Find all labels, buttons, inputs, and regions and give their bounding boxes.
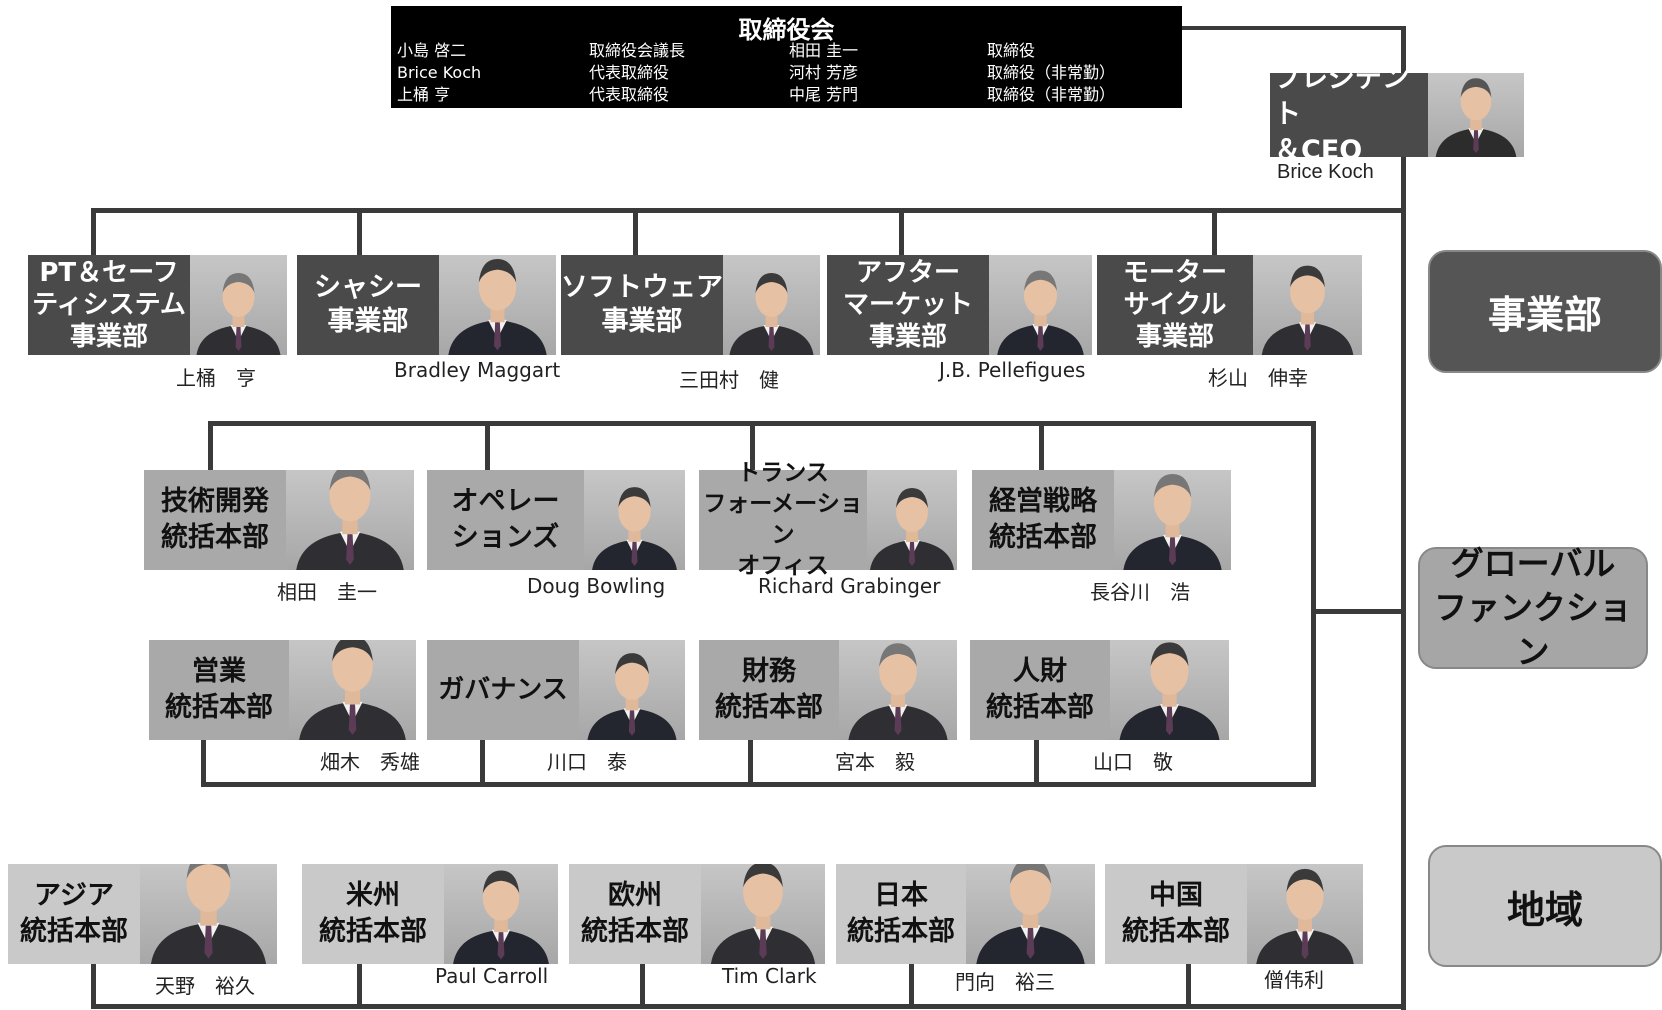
global-function-person-name: 川口 泰 <box>547 750 627 774</box>
global-function-label: 人財統括本部 <box>986 656 1094 723</box>
global-function-photo <box>579 640 685 740</box>
region-photo <box>444 864 558 964</box>
global-function-person-name: 長谷川 浩 <box>1090 580 1190 604</box>
global-function-card: 営業統括本部 <box>149 640 416 740</box>
business-unit-photo <box>723 255 820 355</box>
region-person-name: 僧伟利 <box>1264 968 1324 992</box>
board-cell: 代表取締役 <box>589 63 670 82</box>
global-function-person-name: 山口 敬 <box>1093 750 1173 774</box>
region-card: 欧州統括本部 <box>569 864 825 964</box>
global-function-label: ガバナンス <box>438 675 568 705</box>
board-cell: 取締役（非常勤） <box>987 63 1116 82</box>
business-unit-person-name: J.B. Pellefigues <box>939 358 1086 382</box>
global-function-label: 営業統括本部 <box>165 656 273 723</box>
global-function-photo <box>289 640 416 740</box>
ceo-card: プレジデント＆CEO <box>1270 63 1524 166</box>
business-unit-photo <box>1253 255 1362 355</box>
board-cell: 取締役 <box>987 41 1036 60</box>
board-cell: 小島 啓二 <box>397 41 467 60</box>
global-function-person-name: Richard Grabinger <box>758 574 941 598</box>
region-person-name: Paul Carroll <box>435 964 549 988</box>
global-function-person-name: 相田 圭一 <box>277 580 377 604</box>
business-unit-card: モーターサイクル事業部 <box>1097 255 1362 355</box>
global-function-label: オペレーションズ <box>451 486 560 553</box>
business-unit-label: シャシー事業部 <box>314 272 422 337</box>
business-unit-card: シャシー事業部 <box>297 255 556 355</box>
region-label: 中国統括本部 <box>1122 880 1230 947</box>
global-function-card: 技術開発統括本部 <box>144 470 414 570</box>
global-function-photo <box>286 470 414 570</box>
region-label: 日本統括本部 <box>847 880 955 947</box>
region-card: アジア統括本部 <box>8 864 277 964</box>
global-function-photo <box>1110 640 1229 740</box>
business-unit-label: ソフトウェア事業部 <box>561 272 723 337</box>
category-region: 地域 <box>1428 845 1662 967</box>
global-function-label: トランスフォーメーションオフィス <box>703 460 863 579</box>
global-function-label: 経営戦略統括本部 <box>989 486 1097 553</box>
board-cell: 河村 芳彦 <box>789 63 859 82</box>
region-person-name: 門向 裕三 <box>955 970 1055 994</box>
global-function-person-name: 宮本 毅 <box>835 750 915 774</box>
business-unit-person-name: 上桶 亨 <box>176 366 256 390</box>
board-cell: 相田 圭一 <box>789 41 859 60</box>
global-function-label: 財務統括本部 <box>715 656 823 723</box>
region-person-name: Tim Clark <box>722 964 817 988</box>
global-function-photo <box>839 640 957 740</box>
region-label: 米州統括本部 <box>319 880 427 947</box>
business-unit-person-name: 杉山 伸幸 <box>1208 366 1308 390</box>
global-function-person-name: Doug Bowling <box>527 574 666 598</box>
global-function-card: 経営戦略統括本部 <box>972 470 1231 570</box>
region-card: 米州統括本部 <box>302 864 558 964</box>
business-unit-photo <box>439 255 556 355</box>
business-unit-card: ソフトウェア事業部 <box>561 255 820 355</box>
region-photo <box>966 864 1095 964</box>
board-of-directors: 取締役会 小島 啓二 取締役会議長 相田 圭一 取締役 Brice Koch 代表取締役 河… <box>391 6 1182 108</box>
global-function-person-name: 畑木 秀雄 <box>320 750 420 774</box>
region-card: 日本統括本部 <box>836 864 1095 964</box>
global-function-card: 財務統括本部 <box>699 640 957 740</box>
global-function-photo <box>867 470 957 570</box>
global-function-label: 技術開発統括本部 <box>161 486 269 553</box>
category-business: 事業部 <box>1428 250 1662 373</box>
board-cell: 取締役会議長 <box>589 41 686 60</box>
business-unit-card: PT＆セーフティシステム事業部 <box>28 255 287 355</box>
board-title: 取締役会 <box>738 16 835 44</box>
region-label: 欧州統括本部 <box>581 880 689 947</box>
board-cell: 取締役（非常勤） <box>987 85 1116 104</box>
region-card: 中国統括本部 <box>1105 864 1363 964</box>
ceo-title: プレジデント＆CEO <box>1274 63 1409 166</box>
business-unit-label: アフターマーケット事業部 <box>842 258 973 352</box>
global-function-card: 人財統括本部 <box>970 640 1229 740</box>
region-label: アジア統括本部 <box>20 880 128 947</box>
global-function-card: ガバナンス <box>427 640 685 740</box>
ceo-name: Brice Koch <box>1277 161 1374 183</box>
board-cell: 中尾 芳門 <box>789 85 859 104</box>
business-unit-label: PT＆セーフティシステム事業部 <box>32 258 186 352</box>
region-photo <box>140 864 277 964</box>
ceo-photo <box>1428 73 1524 157</box>
business-unit-person-name: 三田村 健 <box>679 368 779 392</box>
region-photo <box>1247 864 1363 964</box>
business-unit-photo <box>190 255 287 355</box>
global-function-photo <box>1114 470 1231 570</box>
region-person-name: 天野 裕久 <box>155 974 255 998</box>
business-unit-label: モーターサイクル事業部 <box>1122 258 1227 352</box>
category-global-function: グローバルファンクション <box>1418 544 1648 671</box>
global-function-card: オペレーションズ <box>427 470 685 570</box>
global-function-card: トランスフォーメーションオフィス <box>699 460 957 579</box>
board-cell: Brice Koch <box>397 63 482 82</box>
global-function-photo <box>584 470 685 570</box>
board-cell: 代表取締役 <box>589 85 670 104</box>
business-unit-photo <box>989 255 1092 355</box>
board-cell: 上桶 亨 <box>397 85 451 104</box>
region-photo <box>701 864 825 964</box>
business-unit-card: アフターマーケット事業部 <box>827 255 1092 355</box>
business-unit-person-name: Bradley Maggart <box>394 358 561 382</box>
